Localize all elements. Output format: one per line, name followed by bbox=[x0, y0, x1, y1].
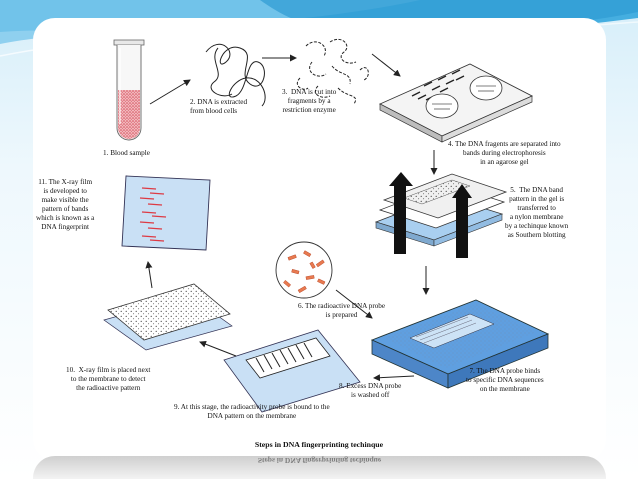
step-2-label: 2. DNA is extracted from blood cells bbox=[190, 98, 248, 115]
arrow-1-2 bbox=[149, 79, 191, 105]
step-1-label: 1. Blood sample bbox=[103, 149, 150, 157]
step-7-label: 7. The DNA probe binds to specific DNA s… bbox=[466, 367, 544, 393]
step-6-label: 6. The radioactive DNA probe is prepared bbox=[298, 302, 386, 319]
step-10-label: 10. X-ray film is placed next to the mem… bbox=[66, 366, 151, 392]
step-4-label: 4. The DNA fragents are separated into b… bbox=[448, 140, 561, 166]
test-tube bbox=[113, 39, 145, 141]
arrow-10-11 bbox=[145, 261, 153, 289]
radioactive-probe-dish bbox=[275, 241, 333, 299]
xray-film-stack bbox=[103, 283, 233, 351]
step-11-label: 11. The X-ray film is developed to make … bbox=[36, 178, 95, 231]
arrow-6-7 bbox=[335, 289, 373, 319]
diagram-title: Steps in DNA fingerprinting techinque bbox=[254, 440, 384, 449]
arrow-7-8 bbox=[373, 374, 415, 382]
membrane-band-pattern bbox=[223, 329, 361, 413]
arrow-8-10 bbox=[199, 340, 237, 357]
step-5-label: 5. The DNA band pattern in the gel is tr… bbox=[505, 186, 569, 239]
southern-blot-stack bbox=[374, 172, 508, 258]
dna-fragments bbox=[296, 38, 369, 105]
dna-fingerprint-film bbox=[121, 175, 211, 251]
arrow-3-4 bbox=[371, 53, 401, 77]
title-reflection: Steps in DNA fingerprinting techinque bbox=[33, 456, 606, 479]
step-3-label: 3. DNA is cut into fragments by a restri… bbox=[282, 88, 337, 114]
electrophoresis-gel bbox=[378, 63, 534, 143]
step-9-label: 9. At this stage, the radioactivity prob… bbox=[174, 403, 330, 420]
step-8-label: 8. Excess DNA probe is washed off bbox=[339, 382, 402, 399]
hybridization-tray bbox=[370, 299, 550, 389]
dna-strand bbox=[205, 44, 266, 107]
